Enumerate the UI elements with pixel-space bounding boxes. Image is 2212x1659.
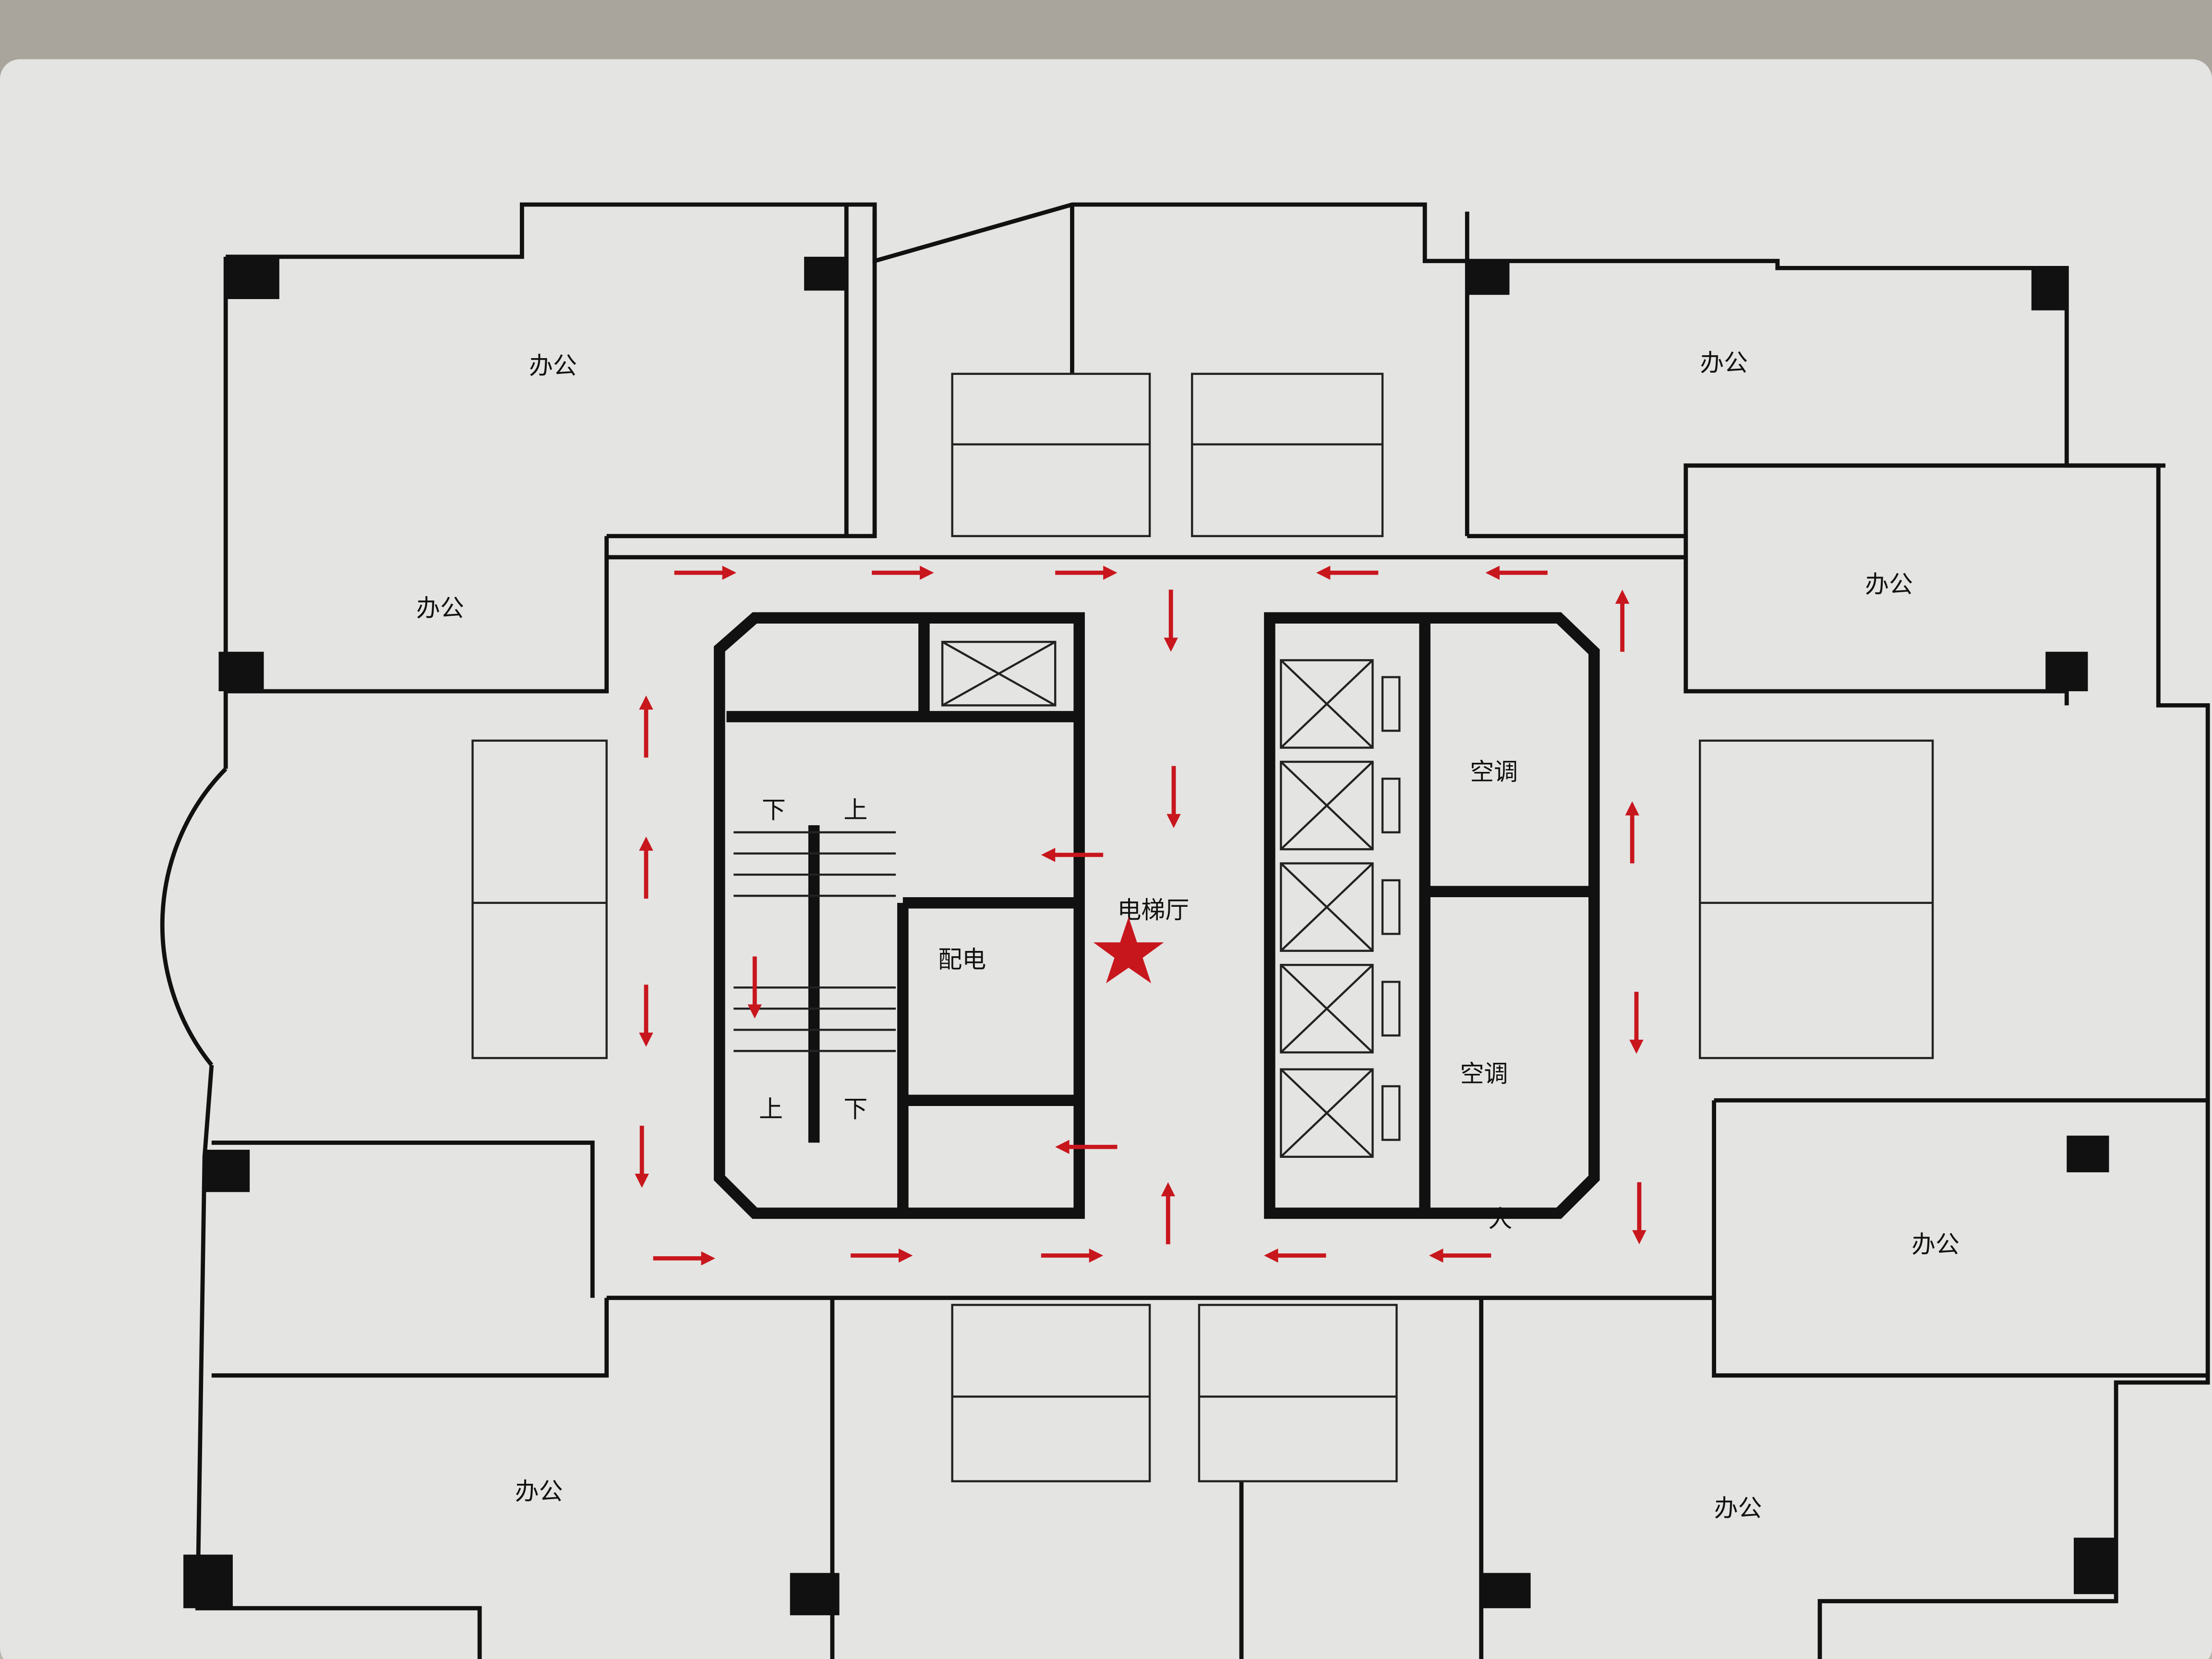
outer-walls — [160, 202, 2210, 1659]
stair-treads — [733, 831, 896, 1052]
ac-room-label: 空调 — [1460, 1060, 1508, 1088]
red-arrow-icon — [1041, 848, 1104, 862]
red-arrow-icon — [1615, 589, 1630, 652]
red-arrow-icon — [1632, 1182, 1647, 1244]
red-arrow-icon — [639, 985, 653, 1047]
red-star-icon — [1093, 917, 1164, 984]
red-arrow-icon — [1629, 991, 1644, 1054]
red-arrow-icon — [674, 565, 737, 580]
elevator-car — [1280, 862, 1374, 952]
red-arrow-icon — [872, 565, 934, 580]
red-arrow-icon — [1429, 1248, 1491, 1263]
red-arrow-icon — [1055, 565, 1118, 580]
power-room-label: 配电 — [938, 946, 986, 974]
elevator-car — [1280, 963, 1374, 1054]
stair-down-label: 下 — [762, 796, 786, 824]
office-label: 办公 — [1714, 1494, 1762, 1522]
red-arrow-icon — [653, 1251, 715, 1266]
room-labels: 办公 办公 办公 办公 办公 办公 办公 电梯厅 配电 空调 空调 下 上 上 … — [416, 349, 1960, 1522]
evacuation-arrows — [635, 565, 1647, 1266]
toilet-blocks — [471, 373, 1934, 1482]
red-arrow-icon — [851, 1248, 913, 1263]
columns — [183, 256, 2116, 1615]
red-arrow-icon — [1166, 766, 1181, 829]
red-arrow-icon — [1041, 1248, 1104, 1263]
stair-up-label: 上 — [759, 1095, 783, 1123]
elevator-shafts — [1280, 659, 1401, 1158]
office-label: 办公 — [1865, 570, 1913, 598]
red-arrow-icon — [639, 836, 653, 899]
core-right — [1264, 612, 1600, 1219]
core-left — [714, 612, 1085, 1219]
red-arrow-icon — [747, 956, 762, 1019]
red-arrow-icon — [635, 1126, 649, 1188]
elevator-car — [1280, 659, 1374, 749]
office-label: 办公 — [515, 1478, 563, 1505]
office-label: 办公 — [416, 594, 464, 622]
red-arrow-icon — [1164, 589, 1178, 652]
entrance-mark: 人 — [1488, 1205, 1512, 1233]
office-label: 办公 — [529, 352, 577, 380]
ac-room-label: 空调 — [1470, 758, 1518, 786]
red-arrow-icon — [1625, 801, 1639, 864]
stair-up-label: 上 — [843, 796, 867, 824]
stair-down-label: 下 — [843, 1095, 867, 1123]
office-label: 办公 — [1911, 1231, 1960, 1259]
elevator-car — [1280, 760, 1374, 851]
red-arrow-icon — [1055, 1140, 1118, 1154]
red-arrow-icon — [1485, 565, 1548, 580]
plan-board — [0, 59, 2212, 1659]
elevator-car — [1280, 1068, 1374, 1158]
red-arrow-icon — [1161, 1182, 1175, 1244]
office-label: 办公 — [1700, 349, 1748, 377]
red-arrow-icon — [1264, 1248, 1326, 1263]
red-arrow-icon — [639, 695, 653, 758]
red-arrow-icon — [1316, 565, 1379, 580]
